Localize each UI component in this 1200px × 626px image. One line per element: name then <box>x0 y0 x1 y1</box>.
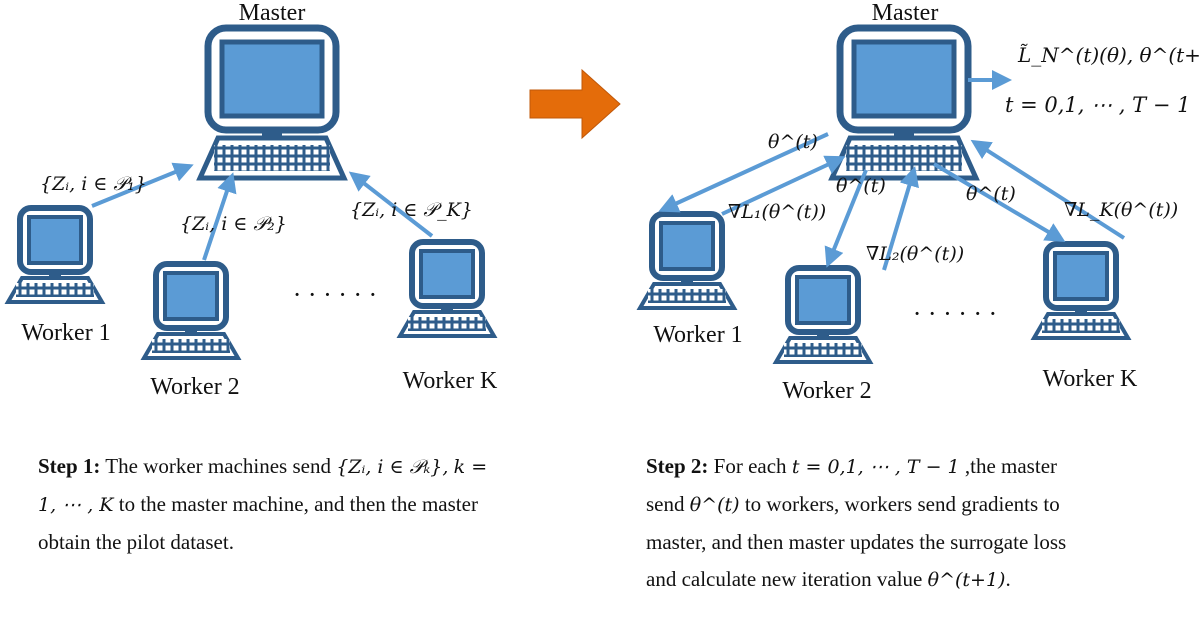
step2-body-end: . <box>1005 567 1011 591</box>
right-gradient-arrow-workerK <box>970 139 1126 240</box>
left-master-computer-icon <box>200 28 344 178</box>
step2-math-theta-next: θ^(t+1) <box>927 569 1006 591</box>
right-workerK-computer-icon <box>1034 244 1128 338</box>
left-arrow-workerK <box>348 171 434 238</box>
left-master-label: Master <box>239 0 306 26</box>
left-workerK-computer-icon <box>400 242 494 336</box>
step1-body-b: to the master machine, and then the mast… <box>38 492 478 554</box>
step1-math-set: {Zᵢ, i ∈ 𝒫ₖ}, <box>336 456 449 478</box>
right-master-computer-icon <box>832 28 976 178</box>
left-worker2-computer-icon <box>144 264 238 358</box>
right-panel: Master L̃_N^(t)(θ), θ^(t+1), t = 0,1, ⋯ … <box>640 0 1200 404</box>
right-theta-label-2: θ^(t) <box>836 175 886 197</box>
step1-body-a: The worker machines send <box>105 454 331 478</box>
right-gradient-arrow-worker2 <box>882 166 919 271</box>
step2-math-t: t = 0,1, ⋯ , T − 1 <box>791 456 960 478</box>
left-arrow-worker1 <box>91 162 194 208</box>
left-panel: Master Worker 1 Worker 2 Worker K · · · … <box>8 0 498 400</box>
right-ellipsis: · · · · · · <box>913 299 997 328</box>
step2-title: Step 2: <box>646 454 709 478</box>
right-master-label: Master <box>872 0 939 26</box>
step1-caption: Step 1: The worker machines send {Zᵢ, i … <box>38 448 508 561</box>
right-output-line1: L̃_N^(t)(θ), θ^(t+1), <box>1017 43 1200 67</box>
right-theta-label-3: θ^(t) <box>966 183 1016 205</box>
step2-body-a: For each <box>713 454 787 478</box>
right-worker1-computer-icon <box>640 214 734 308</box>
step2-body-c: to workers, workers send gradients to ma… <box>646 492 1067 591</box>
left-ellipsis: · · · · · · <box>293 280 377 309</box>
right-gradient-label-K: ∇L_K(θ^(t)) <box>1064 199 1178 221</box>
left-arrow-worker2 <box>202 172 237 261</box>
left-edge-label-K: {Zᵢ, i ∈ 𝒫_K} <box>350 199 473 221</box>
step2-caption: Step 2: For each t = 0,1, ⋯ , T − 1 ,the… <box>646 448 1096 599</box>
right-theta-arrow-worker2 <box>824 169 868 268</box>
left-edge-label-1: {Zᵢ, i ∈ 𝒫₁} <box>40 173 147 195</box>
right-worker1-label: Worker 1 <box>653 322 742 348</box>
step2-math-theta: θ^(t) <box>689 494 740 516</box>
step2-body-b: ,the master send <box>646 454 1058 516</box>
right-theta-arrow-worker1 <box>658 132 829 213</box>
left-worker1-computer-icon <box>8 208 102 302</box>
right-theta-arrow-workerK <box>932 162 1066 243</box>
right-theta-label-1: θ^(t) <box>768 131 818 153</box>
right-worker2-label: Worker 2 <box>782 378 871 404</box>
step1-math-k: k = 1, ⋯ , K <box>38 456 488 516</box>
left-worker2-label: Worker 2 <box>150 374 239 400</box>
left-edge-label-2: {Zᵢ, i ∈ 𝒫₂} <box>180 213 287 235</box>
right-worker2-computer-icon <box>776 268 870 362</box>
right-gradient-arrow-worker1 <box>721 155 846 216</box>
right-workerK-label: Worker K <box>1043 366 1138 392</box>
transition-arrow-icon <box>529 68 621 140</box>
right-gradient-label-1: ∇L₁(θ^(t)) <box>728 201 826 223</box>
right-gradient-label-2: ∇L₂(θ^(t)) <box>866 243 964 265</box>
right-output-line2: t = 0,1, ⋯ , T − 1 <box>1005 93 1190 117</box>
left-workerK-label: Worker K <box>403 368 498 394</box>
step1-title: Step 1: <box>38 454 101 478</box>
left-worker1-label: Worker 1 <box>21 320 110 346</box>
